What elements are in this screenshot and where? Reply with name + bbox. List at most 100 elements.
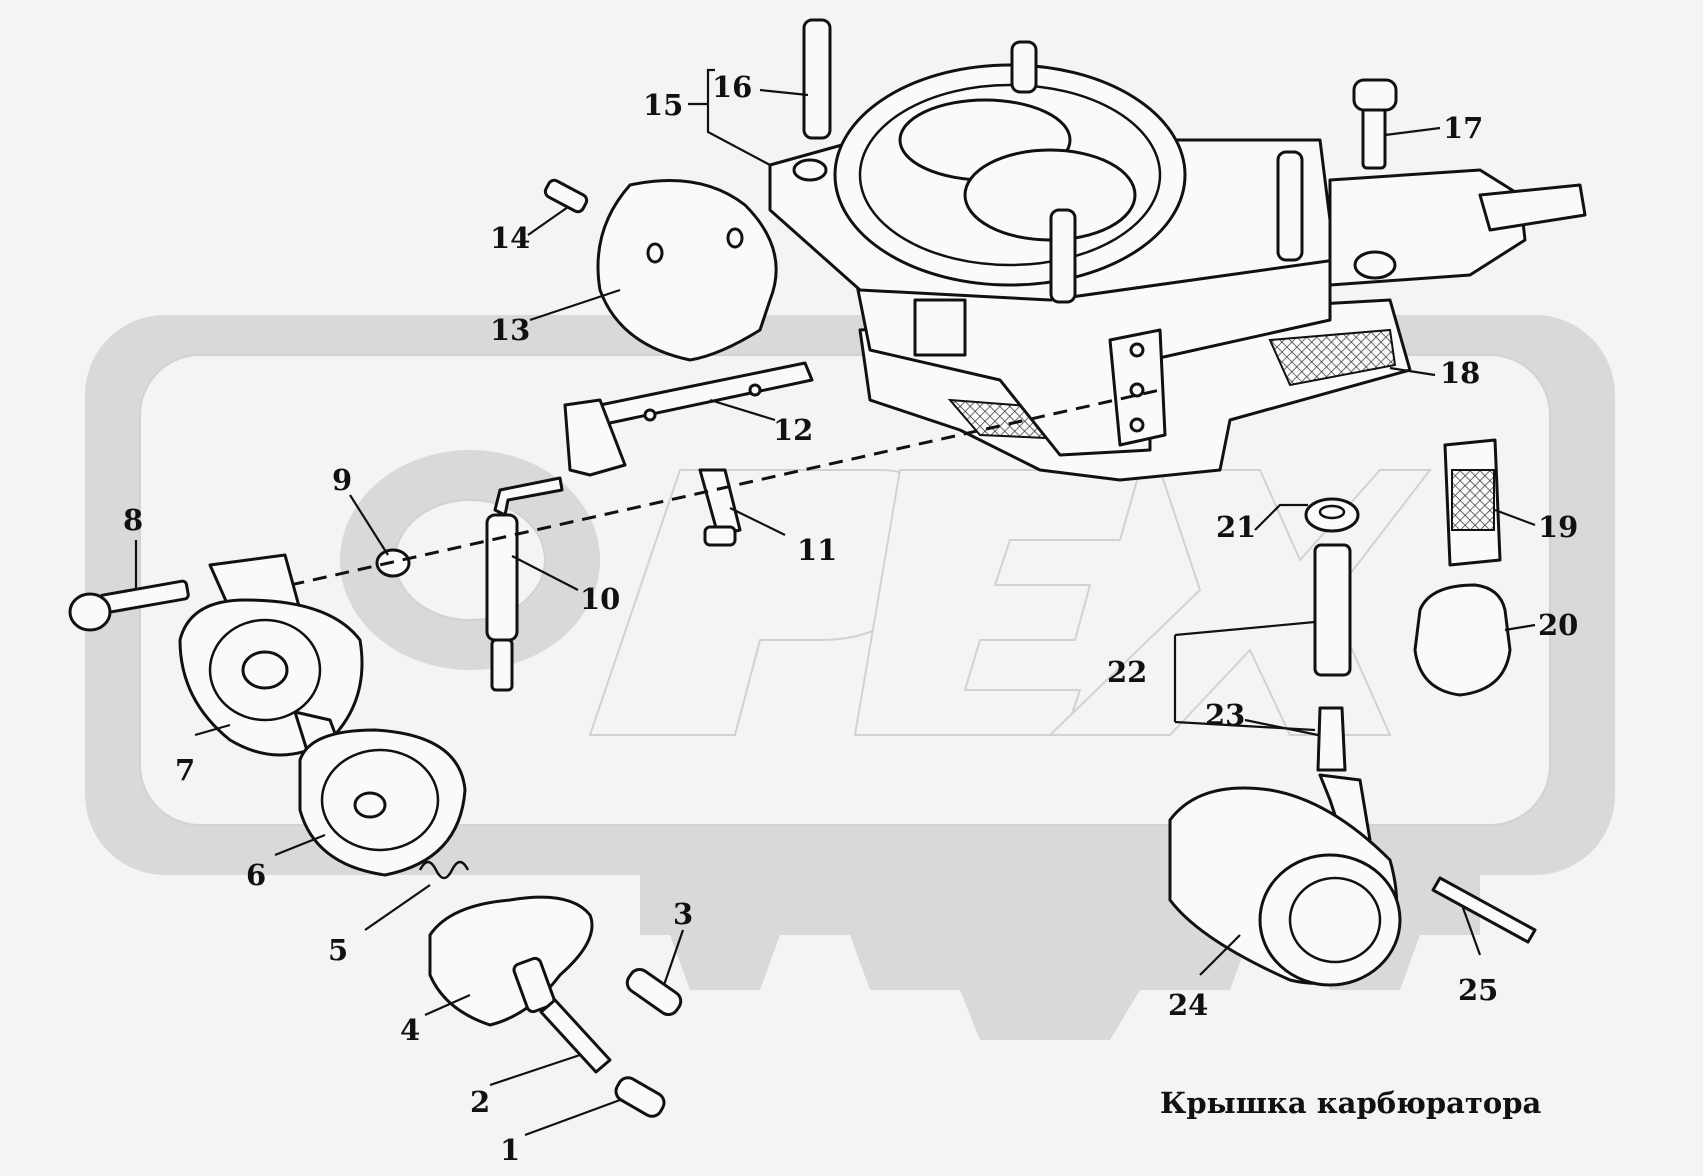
float-24 (1168, 786, 1402, 987)
cover-bracket-hole-3 (1129, 417, 1145, 433)
callout-6: 6 (246, 858, 266, 892)
leader-13 (529, 288, 621, 322)
callout-2: 2 (470, 1085, 490, 1119)
plate-13-hole (646, 242, 664, 264)
diaphragm-6-center (353, 791, 387, 819)
assembly-axis-line (267, 388, 1161, 592)
rod-10 (485, 476, 564, 692)
leader-23 (1244, 718, 1319, 737)
rod-10-body (485, 513, 519, 642)
callout-labels: 1 2 3 4 5 6 7 8 9 10 11 12 13 14 15 16 1… (123, 70, 1578, 1167)
screw-17 (1352, 78, 1398, 170)
needle-valve (1313, 543, 1372, 847)
cover-bracket-hole-2 (1129, 382, 1145, 398)
pin-25 (1431, 876, 1537, 944)
lever-11 (698, 468, 742, 547)
valve-23-needle (1316, 706, 1347, 772)
carburetor-cover-body (768, 63, 1587, 482)
leader-11 (729, 507, 786, 536)
gasket-mesh (1268, 328, 1397, 387)
screw-14-body (543, 178, 589, 214)
plate-13 (596, 179, 778, 362)
callout-25: 25 (1458, 973, 1498, 1007)
washer-21-hole (1318, 504, 1346, 520)
leader-6 (274, 833, 326, 857)
stud-b (1010, 40, 1038, 94)
leader-20 (1504, 623, 1536, 632)
screw-17-head (1352, 78, 1398, 112)
callout-14: 14 (490, 221, 530, 255)
spring-5 (418, 860, 470, 880)
leader-17 (1384, 126, 1441, 137)
leader-2 (489, 1053, 581, 1087)
leader-10 (511, 555, 579, 591)
fitting-20 (1413, 583, 1512, 697)
diaphragm-6 (293, 710, 467, 877)
leader-15 (688, 68, 771, 166)
cover-mount-hole-2 (792, 158, 828, 182)
callout-23: 23 (1205, 698, 1245, 732)
callout-24: 24 (1168, 988, 1208, 1022)
leader-9 (349, 494, 389, 556)
screw-8-head (68, 592, 112, 632)
callout-3: 3 (673, 897, 693, 931)
spring-2 (539, 998, 612, 1074)
diaphragm-6-rim (320, 748, 440, 852)
callout-18: 18 (1440, 356, 1480, 390)
cover-mount-hole (1353, 250, 1397, 280)
leader-5 (364, 884, 431, 931)
callout-11: 11 (797, 533, 837, 567)
leader-18 (1389, 366, 1436, 377)
cover-inlet-nipple (1478, 183, 1587, 232)
stud-c (1276, 150, 1304, 262)
stud-d (1049, 208, 1077, 304)
leader-19 (1494, 508, 1536, 527)
leader-7 (194, 723, 231, 737)
shaft-12-lever (563, 398, 627, 477)
leader-25 (1460, 904, 1482, 956)
callout-1: 1 (500, 1133, 520, 1167)
filter-19-mesh (1451, 469, 1495, 531)
leader-3 (662, 929, 685, 986)
leader-lines (134, 68, 1536, 1137)
callout-9: 9 (332, 463, 352, 497)
plate-13-hole-2 (726, 227, 744, 249)
callout-4: 4 (400, 1013, 420, 1047)
callout-15: 15 (643, 88, 683, 122)
float-24-cap-inner (1288, 876, 1382, 964)
callout-7: 7 (175, 753, 195, 787)
cover-4-stem (512, 956, 556, 1014)
fuel-filter-group (1304, 438, 1512, 697)
rod-10-tip (490, 638, 514, 692)
pump-housing-7-center (241, 650, 289, 690)
leader-21 (1254, 503, 1308, 531)
callout-12: 12 (773, 413, 813, 447)
plate-13-body (596, 179, 778, 362)
leader-16 (759, 88, 809, 97)
shaft-12-hole-2 (748, 383, 762, 397)
callout-8: 8 (123, 503, 143, 537)
pump-housing-7-rim (208, 618, 322, 722)
cover-bracket-hole (1129, 342, 1145, 358)
cover-air-horn-rim (858, 83, 1162, 267)
shaft-12 (563, 361, 814, 477)
screw-8 (68, 579, 190, 632)
callout-16: 16 (712, 70, 752, 104)
leader-12 (709, 398, 776, 422)
callout-10: 10 (580, 582, 620, 616)
lever-11-screw (703, 525, 737, 547)
callout-5: 5 (328, 933, 348, 967)
valve-22-seat (1313, 543, 1352, 677)
screw-1 (614, 1076, 666, 1118)
cover-4-body (428, 895, 594, 1027)
cover-float-post (913, 298, 967, 357)
leader-14 (527, 206, 569, 236)
leader-24 (1199, 934, 1241, 976)
callout-19: 19 (1538, 510, 1578, 544)
leader-1 (524, 1098, 621, 1137)
cover-4 (428, 895, 594, 1027)
diagram-caption: Крышка карбюратора (1160, 1086, 1541, 1120)
stud-a (802, 18, 832, 140)
